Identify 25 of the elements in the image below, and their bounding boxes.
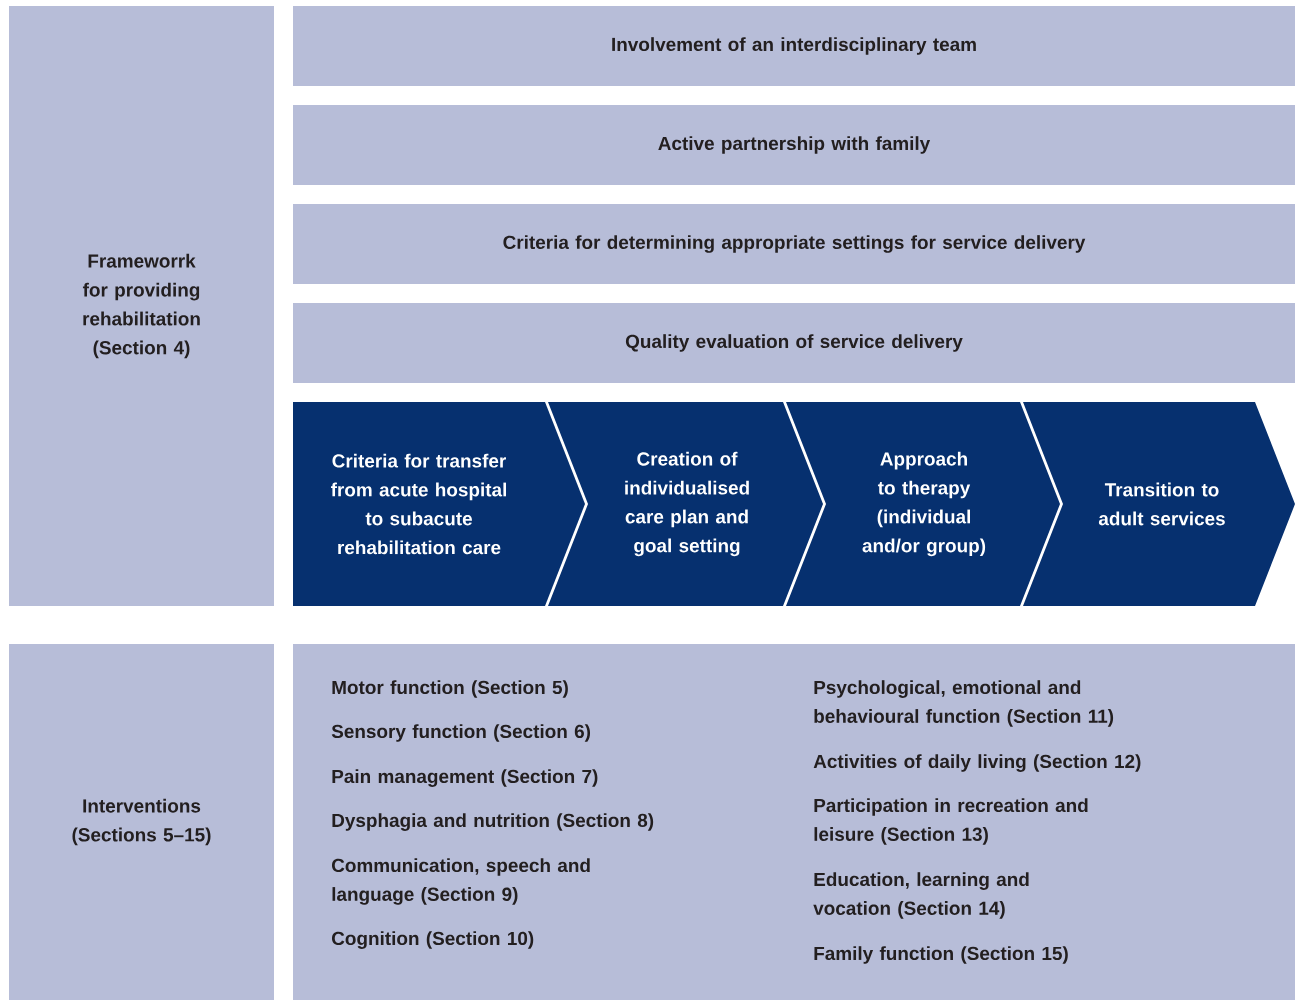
list-item: Communication, speech and language (Section 9) xyxy=(332,858,590,905)
node-label: Criteria for transfer from acute hospital to subacute rehabilitation care xyxy=(330,453,506,555)
band-box: Quality evaluation of service delivery xyxy=(293,303,1295,383)
chevron-step: Approach to therapy (individual and/or group) xyxy=(786,402,1060,606)
list-item: Activities of daily living (Section 12) xyxy=(813,754,1141,772)
chevron-step: Criteria for transfer from acute hospital to subacute rehabilitation care xyxy=(293,402,585,606)
list-item: Psychological, emotional and behavioural function (Section 11) xyxy=(814,680,1114,727)
chevron-step: Creation of individualised care plan and goal setting xyxy=(548,402,823,606)
list-item: Sensory function (Section 6) xyxy=(331,724,590,742)
band-box: Involvement of an interdisciplinary team xyxy=(293,6,1295,86)
node-label: Creation of individualised care plan and goal setting xyxy=(625,451,749,557)
side-panel: Interventions (Sections 5–15) xyxy=(9,644,274,1000)
side-panel: Frameworrk for providing rehabilitation (Section 4) xyxy=(9,6,274,606)
list-item: Cognition (Section 10) xyxy=(332,931,534,949)
node-label: Transition to adult services xyxy=(1098,482,1225,526)
list-item: Pain management (Section 7) xyxy=(332,769,598,787)
node-label: Approach to therapy (individual and/or group) xyxy=(862,451,986,557)
chevron-step: Transition to adult services xyxy=(1023,402,1295,606)
band-box: Active partnership with family xyxy=(293,105,1295,185)
list-item: Dysphagia and nutrition (Section 8) xyxy=(332,813,654,831)
list-item: Family function (Section 15) xyxy=(814,946,1068,964)
band-box: Criteria for determining appropriate settings for service delivery xyxy=(293,204,1295,284)
list-item: Motor function (Section 5) xyxy=(332,680,568,698)
list-item: Education, learning and vocation (Section 14) xyxy=(813,872,1029,919)
list-item: Participation in recreation and leisure (Section 13) xyxy=(814,798,1088,845)
